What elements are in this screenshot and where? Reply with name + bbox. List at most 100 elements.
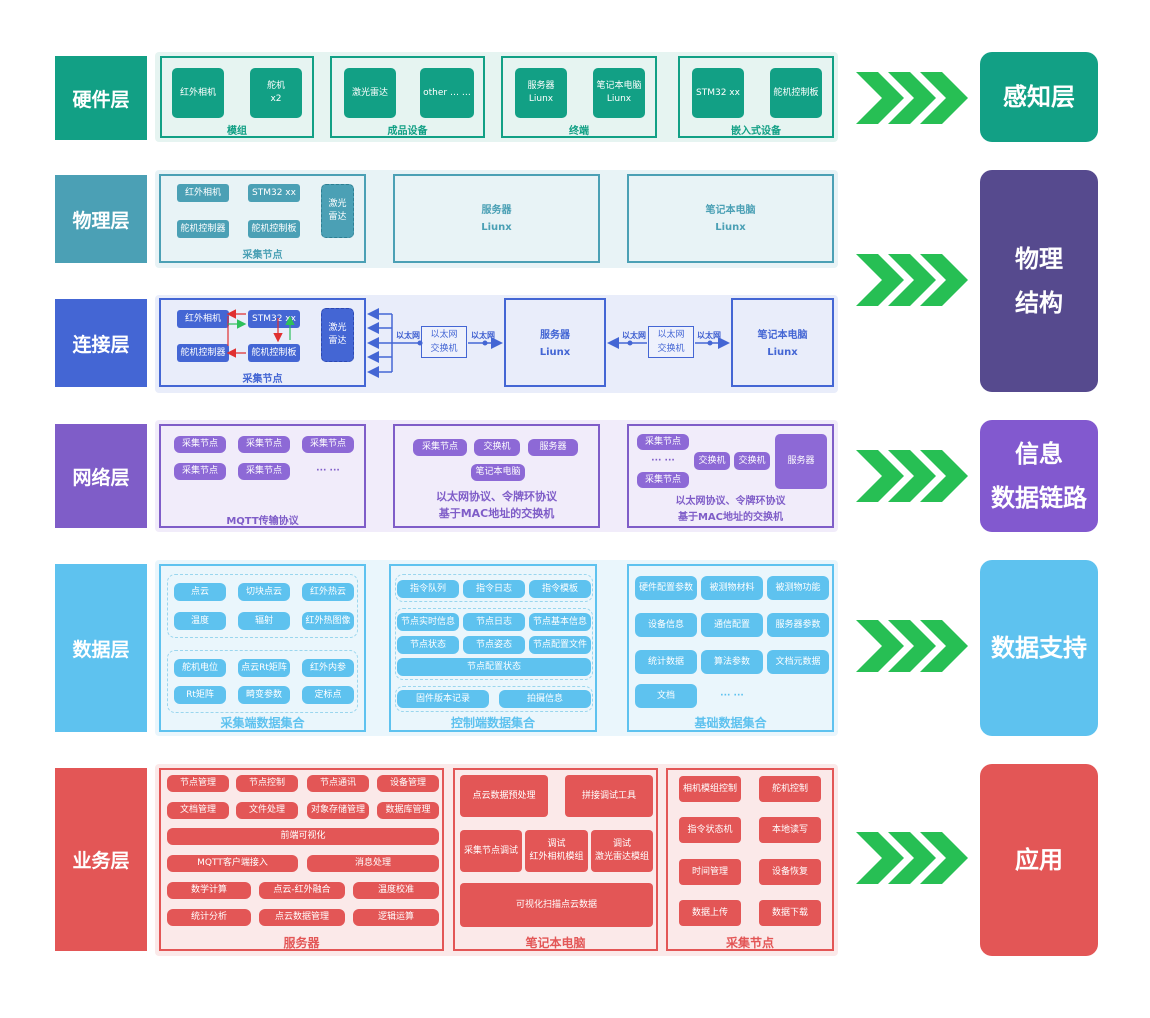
biz-chip: 本地读写 <box>759 817 821 843</box>
biz-chip: 数据上传 <box>679 900 741 926</box>
hw-terminal-group: 服务器 Liunx 笔记本电脑 Liunx 终端 <box>501 56 657 138</box>
net-eth-group-2: 采集节点 ··· ··· 采集节点 交换机 交换机 服务器 以太网协议、令牌环协… <box>627 424 834 528</box>
data-chip: 指令日志 <box>463 580 525 598</box>
data-chip: 被测物材料 <box>701 576 763 600</box>
biz-laptop-caption: 笔记本电脑 <box>525 936 586 950</box>
phy-node-caption: 采集节点 <box>242 250 283 261</box>
data-chip: 节点基本信息 <box>529 613 591 631</box>
biz-chip: 点云数据管理 <box>259 909 345 926</box>
net-eth-text-2: 以太网协议、令牌环协议 基于MAC地址的交换机 <box>675 496 786 523</box>
biz-chip: 数据下载 <box>759 900 821 926</box>
conn-servo-board: 舵机控制板 <box>248 344 300 362</box>
chevron-arrow-icon <box>856 254 968 306</box>
hw-stm32: STM32 xx <box>692 68 744 118</box>
conn-switch-2: 以太网 交换机 <box>648 326 694 358</box>
info-data-link-box: 信息 数据链路 <box>980 420 1098 532</box>
phy-lidar: 激光 雷达 <box>321 184 354 238</box>
data-chip: 温度 <box>174 612 226 630</box>
net-node-chip: 采集节点 <box>302 436 354 453</box>
biz-chip: 数学计算 <box>167 882 251 899</box>
data-control-caption: 控制端数据集合 <box>450 716 535 730</box>
net-node-chip: 采集节点 <box>238 463 290 480</box>
data-base-caption: 基础数据集合 <box>694 716 767 730</box>
data-chip: 节点姿态 <box>463 636 525 654</box>
conn-server-box: 服务器 Liunx <box>504 298 606 387</box>
data-chip: 文档元数据 <box>767 650 829 674</box>
data-chip: 被测物功能 <box>767 576 829 600</box>
data-chip: 固件版本记录 <box>397 690 489 708</box>
conn-eth-label-4: 以太网 <box>697 331 721 340</box>
hw-module-group: 红外相机 舵机 x2 模组 <box>160 56 314 138</box>
net-eth-group-1: 采集节点 交换机 服务器 笔记本电脑 以太网协议、令牌环协议 基于MAC地址的交… <box>393 424 600 528</box>
hw-product-caption: 成品设备 <box>387 126 428 137</box>
network-layer-label: 网络层 <box>55 424 147 528</box>
chevron-arrow-icon <box>856 832 968 884</box>
hw-product-group: 激光雷达 other … … 成品设备 <box>330 56 485 138</box>
biz-chip: 相机模组控制 <box>679 776 741 802</box>
conn-servo-controller: 舵机控制器 <box>177 344 229 362</box>
hardware-layer-label: 硬件层 <box>55 56 147 140</box>
biz-chip: 节点通讯 <box>307 775 369 792</box>
hw-embedded-group: STM32 xx 舵机控制板 嵌入式设备 <box>678 56 834 138</box>
data-chip: 硬件配置参数 <box>635 576 697 600</box>
conn-eth-label-3: 以太网 <box>622 331 646 340</box>
data-collect-group: 点云 切块点云 红外热云 温度 辐射 红外热图像 舵机电位 点云Rt矩阵 红外内… <box>159 564 366 732</box>
biz-chip: 时间管理 <box>679 859 741 885</box>
net-server-chip: 服务器 <box>775 434 827 489</box>
biz-chip: 点云-红外融合 <box>259 882 345 899</box>
net-ellipsis: ··· ··· <box>316 466 340 476</box>
net-node-chip: 采集节点 <box>174 436 226 453</box>
phy-laptop-text: 笔记本电脑 Liunx <box>705 205 756 233</box>
conn-eth-links <box>367 308 730 378</box>
biz-chip: 设备恢复 <box>759 859 821 885</box>
chevron-arrow-icon <box>856 72 968 124</box>
data-chip: 红外热图像 <box>302 612 354 630</box>
data-chip: 节点配置状态 <box>397 658 591 676</box>
data-chip: 节点配置文件 <box>529 636 591 654</box>
chevron-arrow-icon <box>856 620 968 672</box>
net-node-chip: 采集节点 <box>174 463 226 480</box>
phy-servo-board: 舵机控制板 <box>248 220 300 238</box>
data-chip: 设备信息 <box>635 613 697 637</box>
data-chip: 指令模板 <box>529 580 591 598</box>
biz-server-caption: 服务器 <box>283 936 320 950</box>
biz-chip: 拼接调试工具 <box>565 775 653 817</box>
biz-chip: 调试 红外相机模组 <box>525 830 588 872</box>
chevron-arrow-icon <box>856 450 968 502</box>
conn-switch-2-text: 以太网 交换机 <box>657 330 685 354</box>
net-laptop-chip: 笔记本电脑 <box>471 464 525 481</box>
biz-chip: 文档管理 <box>167 802 229 819</box>
hw-servo-board: 舵机控制板 <box>770 68 822 118</box>
data-chip: 畸变参数 <box>238 686 290 704</box>
biz-chip: 温度校准 <box>353 882 439 899</box>
biz-server-group: 节点管理 节点控制 节点通讯 设备管理 文档管理 文件处理 对象存储管理 数据库… <box>159 768 444 951</box>
data-chip: 节点实时信息 <box>397 613 459 631</box>
net-eth-text-1: 以太网协议、令牌环协议 基于MAC地址的交换机 <box>436 490 557 520</box>
biz-chip: MQTT客户端接入 <box>167 855 298 872</box>
conn-laptop-text: 笔记本电脑 Liunx <box>757 330 808 358</box>
biz-node-caption: 采集节点 <box>725 936 774 950</box>
net-switch-chip: 交换机 <box>694 452 730 470</box>
biz-chip: 可视化扫描点云数据 <box>460 883 653 927</box>
biz-chip: 节点控制 <box>236 775 298 792</box>
connection-layer-label: 连接层 <box>55 299 147 387</box>
conn-lidar: 激光 雷达 <box>321 308 354 362</box>
application-box: 应用 <box>980 764 1098 956</box>
biz-chip: 消息处理 <box>307 855 439 872</box>
data-chip: 通信配置 <box>701 613 763 637</box>
data-chip: Rt矩阵 <box>174 686 226 704</box>
hw-laptop: 笔记本电脑 Liunx <box>593 68 645 118</box>
phy-laptop-box: 笔记本电脑 Liunx <box>627 174 834 263</box>
biz-chip: 前端可视化 <box>167 828 439 845</box>
hw-servo: 舵机 x2 <box>250 68 302 118</box>
data-chip: 红外热云 <box>302 583 354 601</box>
biz-chip: 对象存储管理 <box>307 802 369 819</box>
hw-module-caption: 模组 <box>227 126 247 137</box>
net-switch-chip: 交换机 <box>734 452 770 470</box>
hw-server: 服务器 Liunx <box>515 68 567 118</box>
biz-chip: 逻辑运算 <box>353 909 439 926</box>
net-ellipsis: ··· ··· <box>651 455 675 466</box>
biz-laptop-group: 点云数据预处理 拼接调试工具 采集节点调试 调试 红外相机模组 调试 激光雷达模… <box>453 768 658 951</box>
hw-terminal-caption: 终端 <box>569 126 589 137</box>
